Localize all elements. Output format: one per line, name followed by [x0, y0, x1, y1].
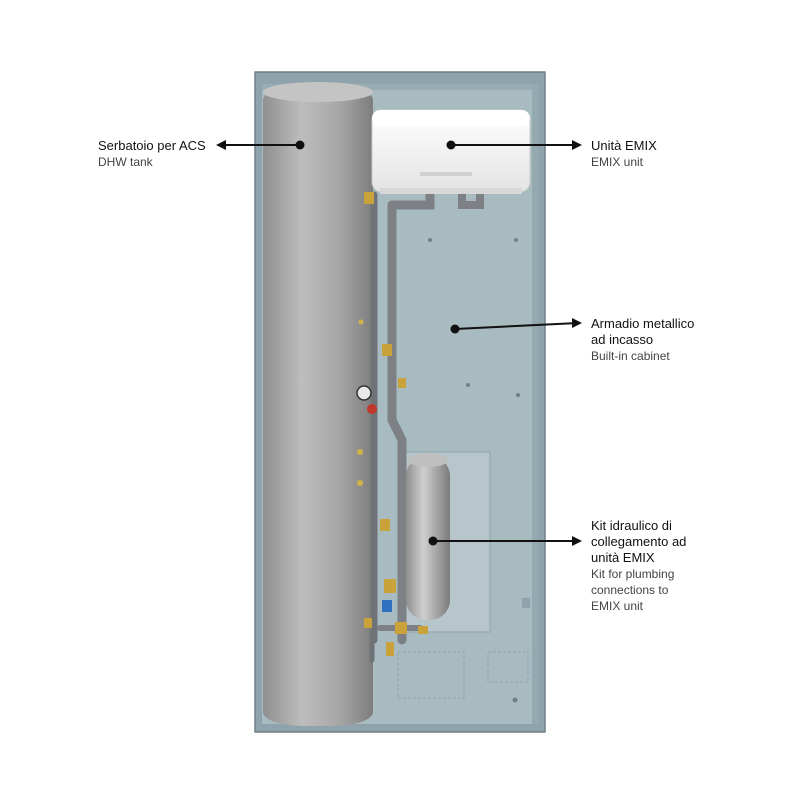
- kit-label-it-line2: collegamento ad: [591, 534, 687, 549]
- kit-label-en-line2: connections to: [591, 583, 669, 597]
- callout-cabinet: Armadio metallico ad incasso Built-in ca…: [591, 316, 751, 364]
- callout-dhw-tank: Serbatoio per ACS DHW tank: [98, 138, 248, 170]
- leader-cabinet: [450, 318, 582, 334]
- emix-unit: [371, 109, 531, 194]
- leader-dhw-tank: [216, 140, 305, 150]
- plumbing-kit-vessel: [406, 453, 450, 620]
- kit-label-it-line1: Kit idraulico di: [591, 518, 672, 533]
- dhw-tank-label-en: DHW tank: [98, 155, 153, 169]
- callout-emix-unit: Unità EMIX EMIX unit: [591, 138, 741, 170]
- kit-label-en-line3: EMIX unit: [591, 599, 644, 613]
- pipework: [369, 185, 484, 663]
- emix-unit-label-it: Unità EMIX: [591, 138, 657, 153]
- cabinet-label-it-line2: ad incasso: [591, 332, 654, 347]
- dhw-tank-label-it: Serbatoio per ACS: [98, 138, 206, 153]
- callout-plumbing-kit: Kit idraulico di collegamento ad unità E…: [591, 518, 761, 614]
- brass-fittings: [356, 192, 428, 656]
- kit-label-en-line1: Kit for plumbing: [591, 567, 675, 581]
- cabinet-label-it-line1: Armadio metallico: [591, 316, 695, 331]
- cabinet-label-en: Built-in cabinet: [591, 349, 670, 363]
- emix-unit-label-en: EMIX unit: [591, 155, 644, 169]
- leader-emix-unit: [446, 140, 582, 150]
- leader-plumbing-kit: [428, 536, 582, 546]
- dhw-tank: [263, 82, 373, 726]
- kit-label-it-line3: unità EMIX: [591, 550, 655, 565]
